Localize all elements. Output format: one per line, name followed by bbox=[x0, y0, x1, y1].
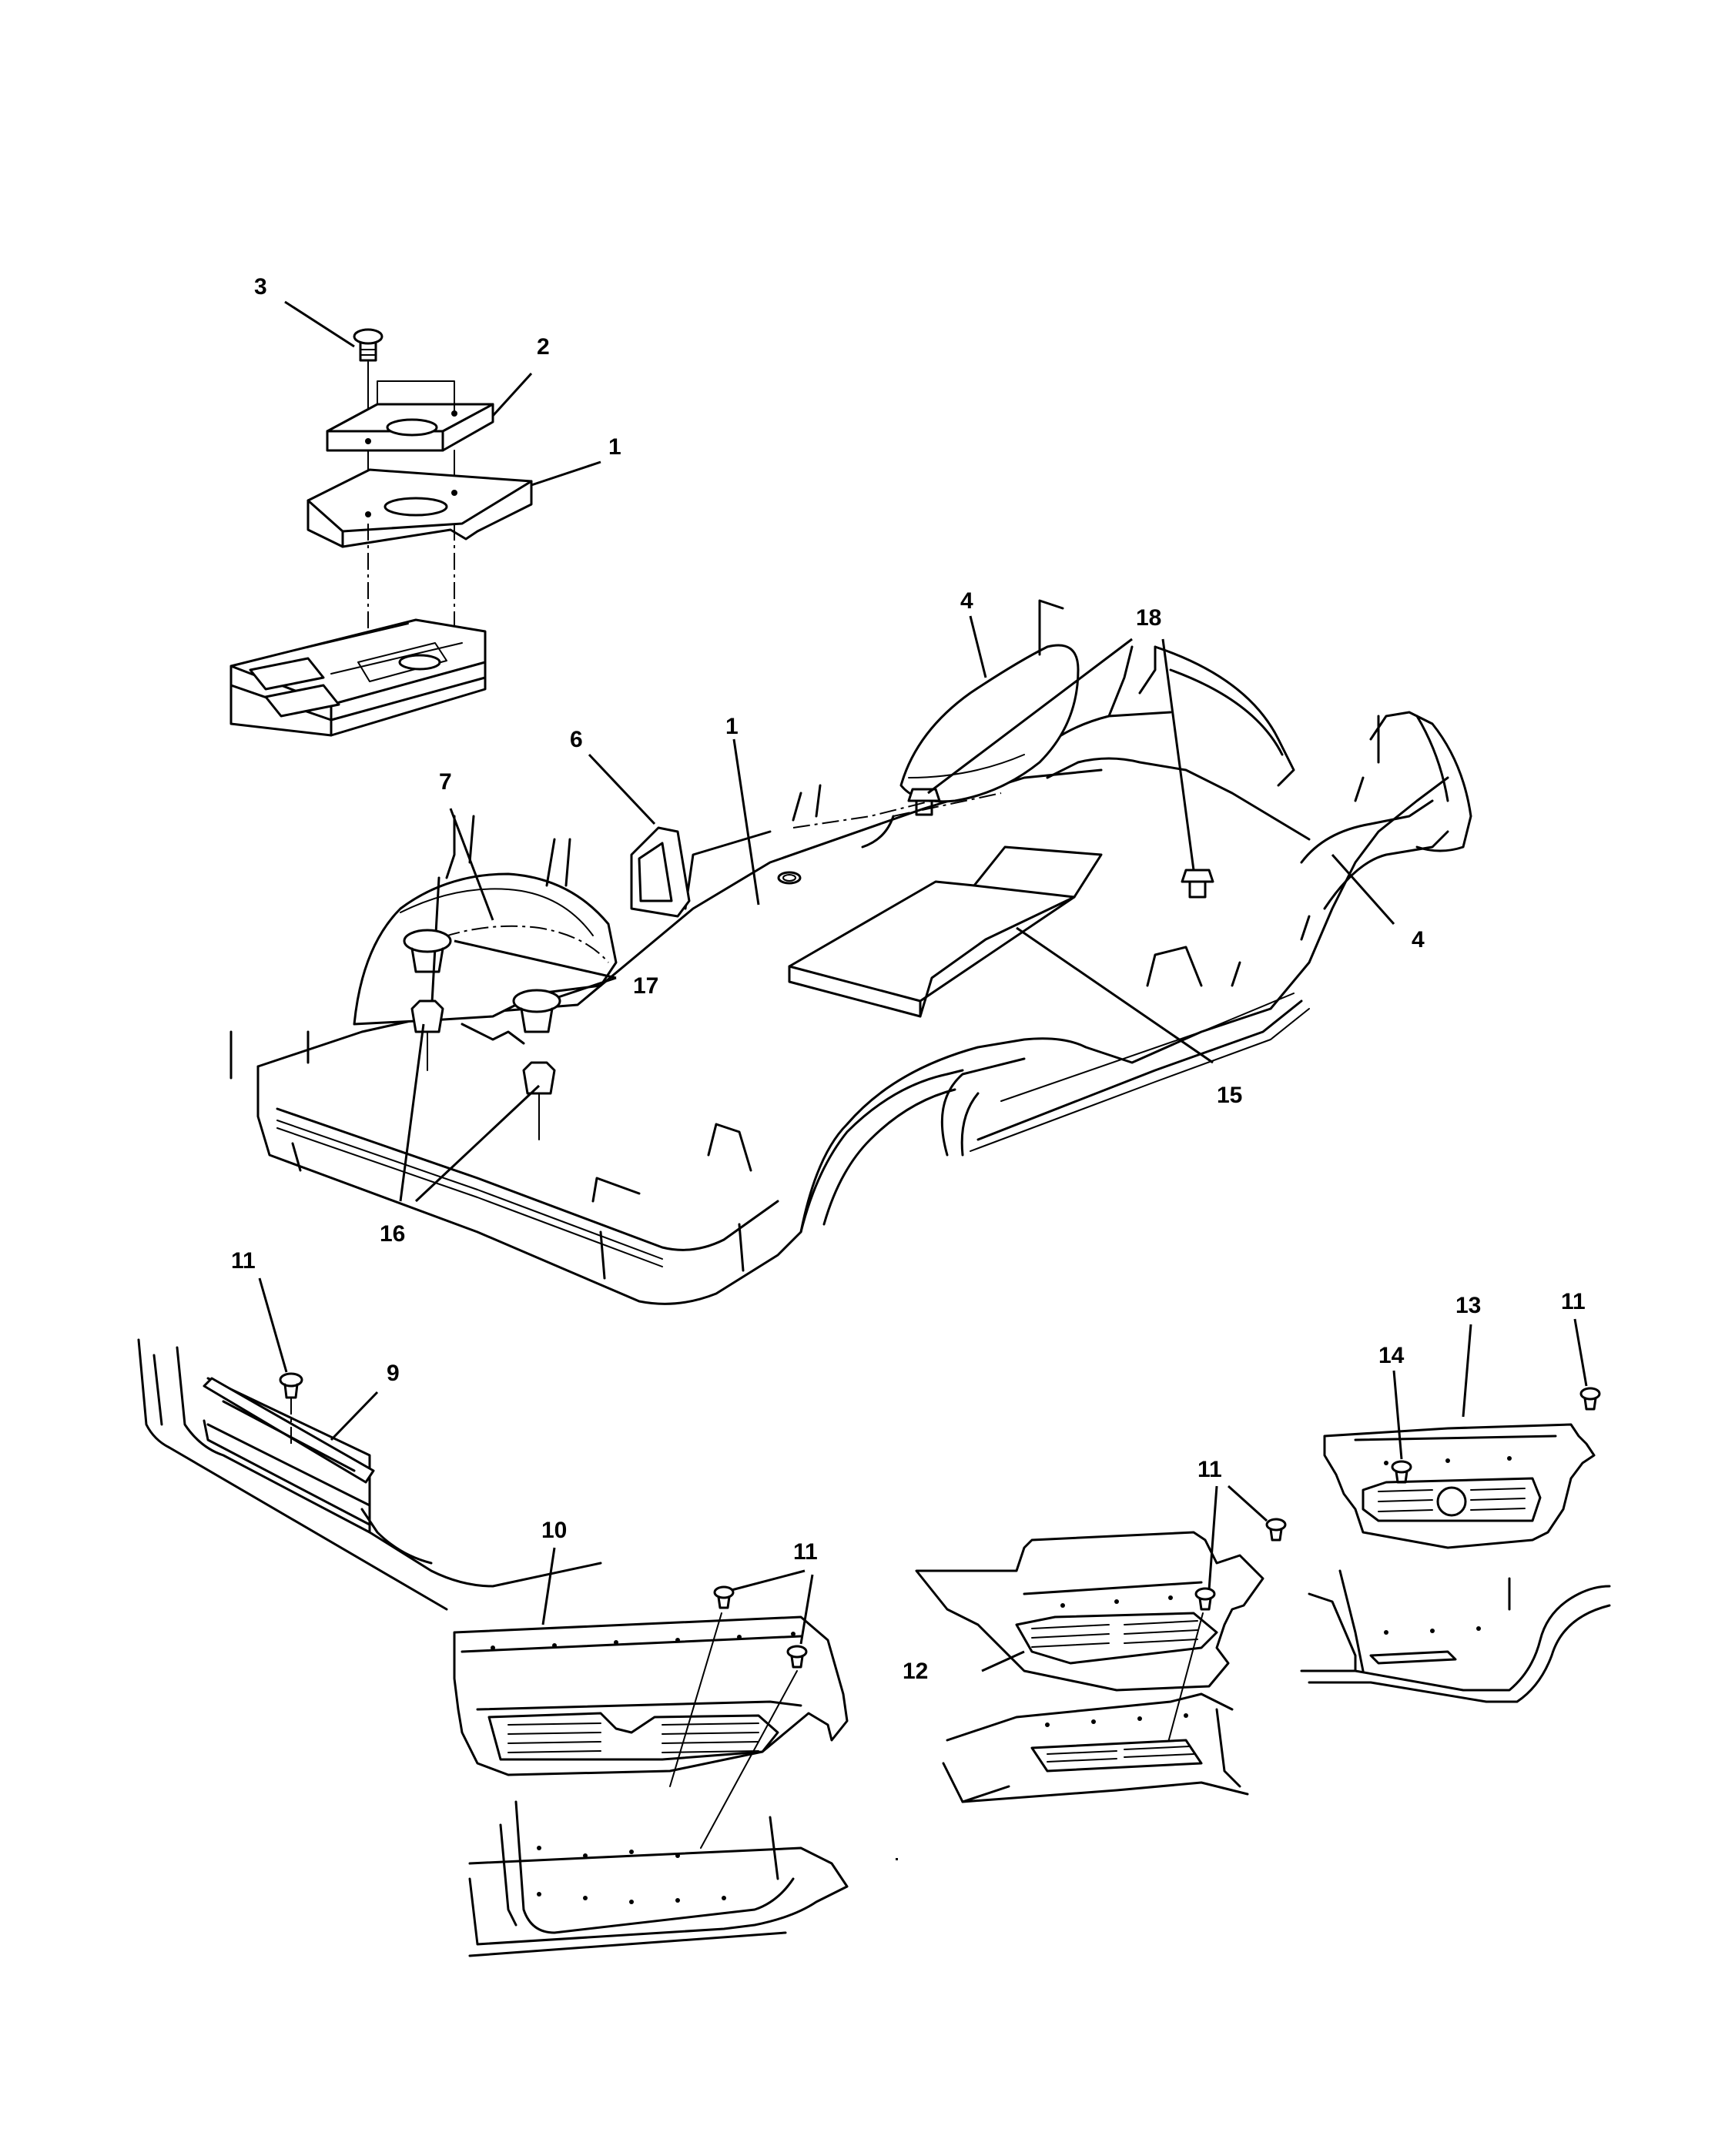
screw-part-11-d bbox=[1194, 1587, 1216, 1611]
callout-11-right: 11 bbox=[1561, 1289, 1586, 1314]
heater-duct-part-13 bbox=[1300, 1387, 1611, 1703]
stray-mark bbox=[896, 1858, 898, 1860]
clip-part-16-a bbox=[410, 999, 444, 1071]
callout-4-right: 4 bbox=[1412, 927, 1425, 952]
callout-11-mid: 11 bbox=[793, 1539, 818, 1565]
heater-duct-part-10 bbox=[453, 1585, 849, 1957]
callout-11-center: 11 bbox=[1197, 1457, 1222, 1482]
callout-2: 2 bbox=[537, 334, 550, 360]
callout-3: 3 bbox=[254, 274, 267, 300]
callout-1-main: 1 bbox=[725, 714, 739, 739]
callout-10: 10 bbox=[541, 1518, 567, 1543]
clip-part-16-b bbox=[522, 1061, 556, 1140]
leader-lines bbox=[258, 300, 1588, 1672]
floor-mat-part-15 bbox=[788, 845, 1103, 1018]
bracket-part-6 bbox=[630, 826, 691, 918]
callout-18: 18 bbox=[1136, 605, 1161, 631]
screw-part-11-b bbox=[713, 1585, 735, 1609]
screw-part-11-a bbox=[279, 1372, 303, 1399]
screw-part-11-e bbox=[1265, 1518, 1287, 1542]
callout-9: 9 bbox=[387, 1361, 400, 1386]
floor-section bbox=[229, 618, 487, 737]
callout-14: 14 bbox=[1378, 1343, 1405, 1368]
callout-1-top: 1 bbox=[608, 434, 621, 460]
callout-16: 16 bbox=[380, 1221, 405, 1247]
screw-part-14 bbox=[1391, 1460, 1412, 1484]
plug-part-17-a bbox=[403, 929, 452, 973]
callout-labels: 1 2 3 4 18 6 1 7 4 17 15 16 11 9 10 11 1… bbox=[231, 274, 1586, 1684]
nut-part-18-a bbox=[907, 788, 941, 816]
screw-part-3 bbox=[353, 328, 384, 362]
plug-part-17-b bbox=[512, 989, 561, 1033]
screw-part-11-c bbox=[786, 1645, 808, 1669]
callout-6: 6 bbox=[570, 727, 583, 752]
callout-11-left: 11 bbox=[231, 1248, 256, 1274]
callout-13: 13 bbox=[1455, 1293, 1481, 1318]
callout-7: 7 bbox=[439, 769, 452, 795]
pad-part-1 bbox=[306, 468, 533, 548]
callout-4-top: 4 bbox=[960, 588, 973, 614]
screw-part-11-f bbox=[1579, 1387, 1601, 1411]
callout-12: 12 bbox=[903, 1659, 928, 1684]
heater-duct-part-12 bbox=[915, 1518, 1287, 1803]
detail-floor-plate-assembly bbox=[229, 328, 533, 737]
sill-plate-assembly-left bbox=[137, 1338, 602, 1611]
nut-part-18-b bbox=[1181, 869, 1214, 899]
callout-15: 15 bbox=[1217, 1083, 1242, 1108]
callout-17: 17 bbox=[633, 973, 658, 999]
plate-part-2 bbox=[326, 380, 494, 452]
